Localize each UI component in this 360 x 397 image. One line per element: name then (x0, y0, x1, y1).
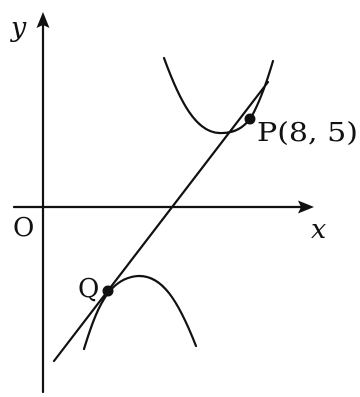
x-axis-arrow-icon (298, 200, 314, 214)
origin-label: O (13, 213, 34, 243)
tangent-line (52, 80, 270, 363)
lower-curve (82, 274, 198, 351)
point-p-label: P(8, 5) (257, 118, 358, 148)
point-q-dot (102, 285, 114, 297)
point-p-dot (244, 113, 256, 125)
y-axis-label: y (10, 12, 27, 43)
y-axis-arrow-icon (36, 12, 50, 28)
x-axis-label: x (311, 214, 326, 245)
point-q-label: Q (78, 274, 99, 304)
upper-curve (162, 56, 275, 135)
